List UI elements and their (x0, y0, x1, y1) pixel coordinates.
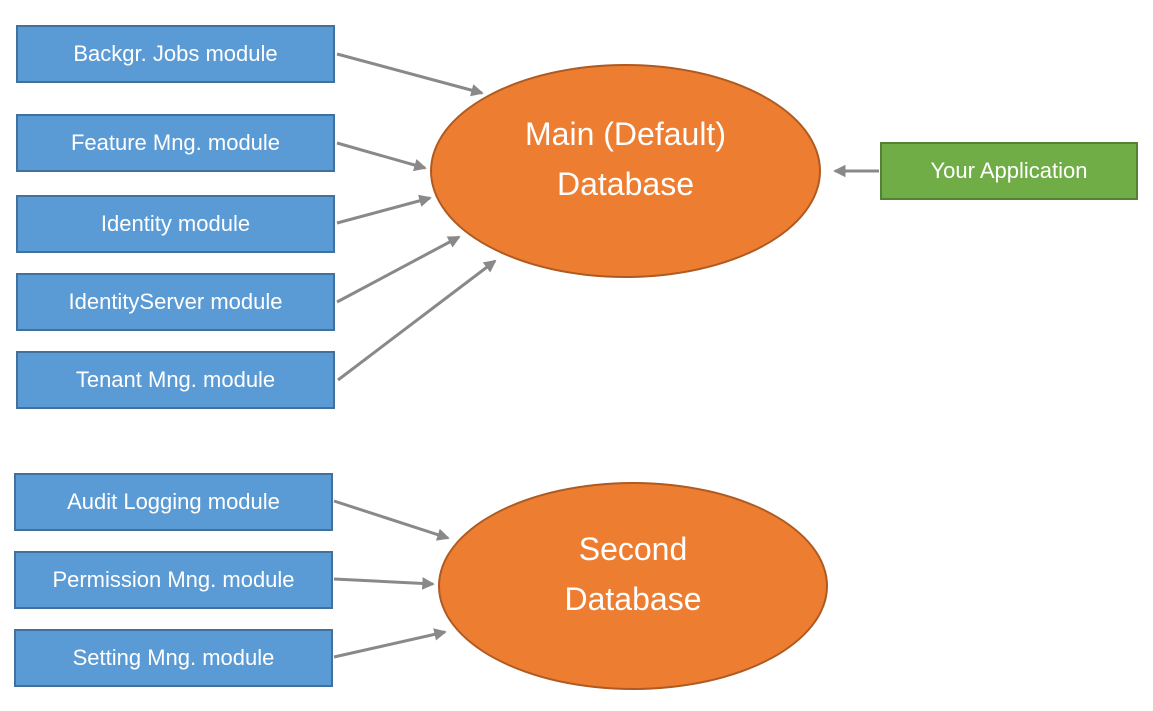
arrow-audit-logging-to-second-db (333, 499, 450, 541)
module-box-audit-logging: Audit Logging module (14, 473, 333, 531)
arrow-feature-mng-to-main-db (336, 141, 427, 172)
module-box-backgr-jobs: Backgr. Jobs module (16, 25, 335, 83)
main-database-label-line1: Main (Default) (525, 116, 726, 152)
main-database-label-line2: Database (557, 166, 694, 202)
arrow-backgr-jobs-to-main-db (336, 52, 484, 97)
module-label: Audit Logging module (67, 489, 280, 514)
module-label: Feature Mng. module (70, 130, 281, 155)
second-database-label-line1: Second (578, 531, 688, 567)
module-box-feature-mng: Feature Mng. module (16, 114, 335, 172)
module-box-identity: Identity module (16, 195, 335, 253)
module-box-setting-mng: Setting Mng. module (14, 629, 333, 687)
module-label: IdentityServer module (68, 289, 283, 314)
module-box-tenant-mng: Tenant Mng. module (16, 351, 335, 409)
your-application-label: Your Application (930, 158, 1088, 183)
arrow-tenant-mng-to-main-db (337, 259, 497, 382)
your-application-box: Your Application (880, 142, 1138, 200)
module-label: Tenant Mng. module (75, 367, 276, 392)
second-database-label-line2: Database (564, 581, 702, 617)
second-database-ellipse: Second Database (438, 482, 828, 690)
module-label: Permission Mng. module (52, 567, 295, 592)
arrow-permission-mng-to-second-db (333, 577, 435, 590)
main-database-label: Main (Default) Database (525, 109, 726, 209)
arrow-identity-to-main-db (336, 194, 432, 225)
module-label: Backgr. Jobs module (73, 41, 278, 66)
second-database-label: Second Database (565, 524, 702, 624)
arrow-identityserver-to-main-db (336, 235, 461, 304)
arrow-setting-mng-to-second-db (333, 628, 447, 659)
module-box-permission-mng: Permission Mng. module (14, 551, 333, 609)
main-database-ellipse: Main (Default) Database (430, 64, 821, 278)
module-box-identityserver: IdentityServer module (16, 273, 335, 331)
module-label: Identity module (100, 211, 251, 236)
module-label: Setting Mng. module (72, 645, 275, 670)
